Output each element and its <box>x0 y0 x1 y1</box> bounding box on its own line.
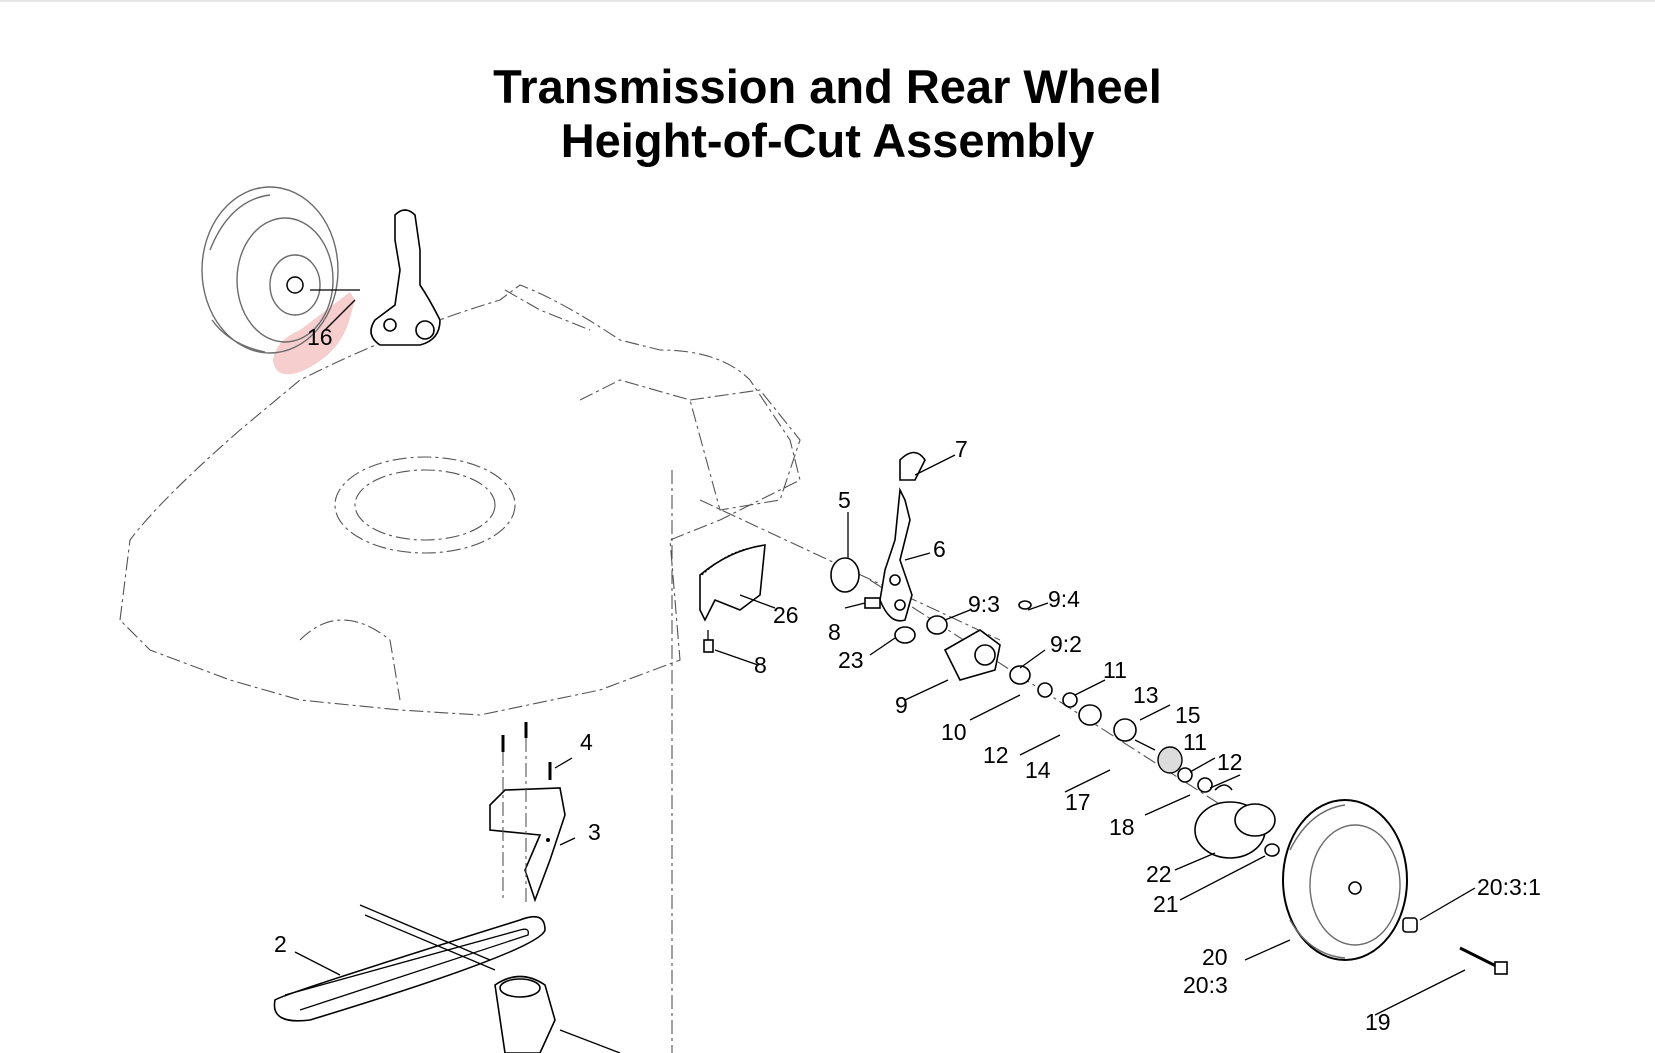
callout-label: 7 <box>955 436 968 462</box>
callout-label: 12 <box>983 742 1009 768</box>
callout-label: 9:4 <box>1048 586 1080 612</box>
callout-label: 20:3:1 <box>1477 874 1541 900</box>
callout-label: 3 <box>588 819 601 845</box>
diagram-title-line-1: Transmission and Rear Wheel <box>493 60 1162 113</box>
callout-label: 21 <box>1153 891 1179 917</box>
callout-label: 5 <box>838 487 851 513</box>
callout-label: 20 <box>1202 944 1228 970</box>
mower-deck <box>119 284 1261 1053</box>
callout-label: 16 <box>307 324 333 350</box>
rear-height-lever <box>879 451 926 622</box>
callout-label: 11 <box>1103 657 1127 683</box>
callout-label: 23 <box>838 647 864 673</box>
callout-label: 6 <box>933 536 946 562</box>
callout-label: 12 <box>1217 749 1243 775</box>
callout-label: 20:3 <box>1183 972 1228 998</box>
callout-label: 9 <box>895 692 908 718</box>
axle-parts <box>830 557 1280 859</box>
leader-lines <box>294 299 1476 1016</box>
upper-height-lever <box>310 209 441 346</box>
lower-wheel <box>1282 799 1508 975</box>
callout-label: 18 <box>1109 814 1135 840</box>
top-rule <box>0 0 1655 2</box>
callout-label: 11 <box>1183 729 1207 755</box>
callout-label: 8 <box>754 652 767 678</box>
callout-label: 22 <box>1146 861 1172 887</box>
bracket-and-bolts <box>489 722 566 905</box>
callout-label: 2 <box>274 931 287 957</box>
callout-label: 9:2 <box>1050 631 1082 657</box>
callout-label: 4 <box>580 729 593 755</box>
callout-label: 15 <box>1175 702 1201 728</box>
upper-wheel <box>201 186 339 354</box>
callout-label: 26 <box>773 602 799 628</box>
callout-label: 9:3 <box>968 591 1000 617</box>
callout-label: 8 <box>828 619 841 645</box>
callout-label: 10 <box>941 719 967 745</box>
callout-label: 19 <box>1365 1009 1391 1035</box>
diagram-title-line-2: Height-of-Cut Assembly <box>560 114 1095 167</box>
callout-labels: 16 7 5 6 9:4 9:3 26 8 23 8 9:2 11 9 13 1… <box>274 324 1541 1035</box>
callout-label: 17 <box>1065 789 1091 815</box>
callout-label: 13 <box>1133 682 1159 708</box>
gear-plate <box>699 544 766 653</box>
belt-and-transmission <box>273 904 621 1053</box>
callout-label: 14 <box>1025 757 1051 783</box>
